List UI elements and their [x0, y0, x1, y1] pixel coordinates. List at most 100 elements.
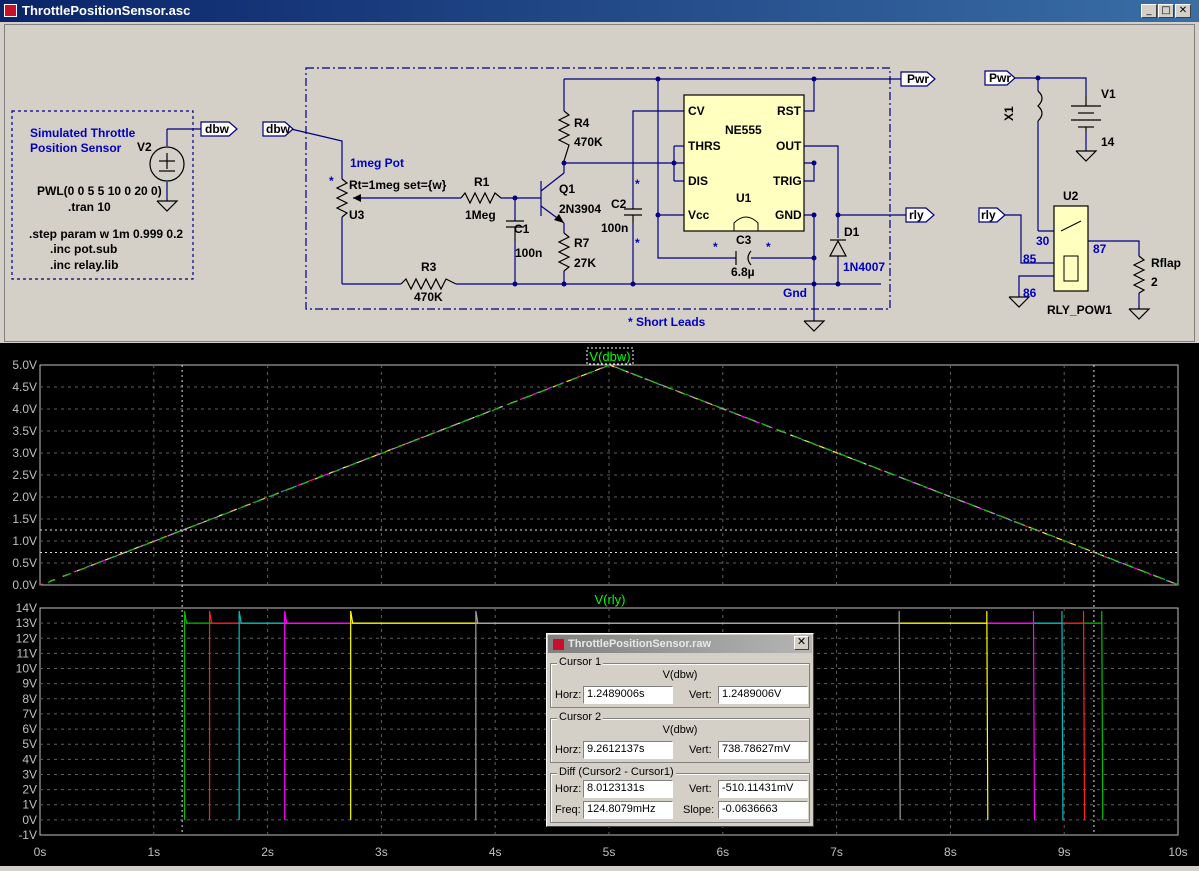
q1-value: 2N3904 [559, 202, 601, 216]
pin-dis: DIS [688, 174, 708, 188]
v1-label: V1 [1101, 87, 1116, 101]
diff-vert-field[interactable]: -510.11431mV [718, 780, 808, 798]
tran-directive: .tran 10 [68, 200, 111, 214]
plot1-y-tick-label: 0.5V [12, 556, 37, 570]
x-tick-label: 7s [830, 845, 843, 859]
pin86: 86 [1023, 286, 1037, 300]
plot2-y-tick-label: 4V [22, 752, 37, 766]
cursor-readout-window[interactable]: ThrottlePositionSensor.raw ✕ Cursor 1 V(… [546, 633, 814, 827]
diff-freq-field[interactable]: 124.8079mHz [583, 801, 673, 819]
plot2-trace-label: V(rly) [594, 592, 625, 607]
r3-value: 470K [414, 290, 443, 304]
plot2-y-tick-label: 1V [22, 798, 37, 812]
plot1-y-tick-label: 2.5V [12, 468, 37, 482]
pin-cv: CV [688, 104, 705, 118]
plot2-y-tick-label: 14V [16, 601, 37, 615]
cursor2-signal: V(dbw) [662, 724, 698, 736]
q1-label: Q1 [559, 182, 575, 196]
schematic-canvas[interactable]: Simulated Throttle Position Sensor 1meg … [4, 24, 1195, 342]
c2-label: C2 [611, 197, 627, 211]
plot1-y-tick-label: 4.5V [12, 380, 37, 394]
comment-line1: Simulated Throttle [30, 126, 136, 140]
x-tick-label: 1s [147, 845, 160, 859]
x-tick-label: 9s [1058, 845, 1071, 859]
diff-horz-field[interactable]: 8.0123131s [583, 780, 673, 798]
inc-relay: .inc relay.lib [50, 258, 118, 272]
x-tick-label: 6s [716, 845, 729, 859]
plot2-y-tick-label: 10V [16, 662, 37, 676]
cursor1-vert-field[interactable]: 1.2489006V [718, 686, 808, 704]
cursor1-vert-label: Vert: [689, 689, 712, 701]
d1-label: D1 [844, 225, 860, 239]
plot2-y-tick-label: 9V [22, 677, 37, 691]
pwr-flag1-label: Pwr [907, 72, 929, 86]
r1-label: R1 [474, 175, 490, 189]
dbw-trace [41, 364, 1180, 586]
close-button[interactable]: ✕ [1175, 4, 1191, 18]
plot1-y-tick-label: 0.0V [12, 578, 37, 592]
r7-label: R7 [574, 236, 590, 250]
comment-line2: Position Sensor [30, 141, 122, 155]
c1-value: 100n [515, 246, 542, 260]
minimize-button[interactable]: _ [1141, 4, 1157, 18]
pin-out: OUT [776, 139, 802, 153]
pin87: 87 [1093, 242, 1107, 256]
x-tick-label: 8s [944, 845, 957, 859]
cursor2-label: Cursor 2 [557, 711, 604, 723]
star5: * [329, 174, 334, 188]
plot1-y-tick-label: 4.0V [12, 402, 37, 416]
plot1-y-tick-label: 2.0V [12, 490, 37, 504]
cursor-window-close-button[interactable]: ✕ [794, 636, 809, 650]
c2-value: 100n [601, 221, 628, 235]
rflap-label: Rflap [1151, 256, 1181, 270]
cursor1-signal: V(dbw) [662, 669, 698, 681]
plot1-y-tick-label: 1.5V [12, 512, 37, 526]
plot2-y-tick-label: 5V [22, 737, 37, 751]
rly-flag1-label: rly [909, 208, 924, 222]
plot2-y-tick-label: 8V [22, 692, 37, 706]
diff-slope-field[interactable]: -0.0636663 [718, 801, 808, 819]
x-tick-label: 4s [489, 845, 502, 859]
r4-value: 470K [574, 135, 603, 149]
pot-comment: 1meg Pot [350, 156, 404, 170]
rly-trace [475, 610, 901, 820]
maximize-button[interactable]: □ [1158, 4, 1174, 18]
dbw-flag2-label: dbw [266, 122, 291, 136]
star2: * [635, 236, 640, 250]
plot2-y-tick-label: 7V [22, 707, 37, 721]
inc-pot: .inc pot.sub [50, 242, 117, 256]
plot2-y-tick-label: 13V [16, 616, 37, 630]
u3-label: U3 [349, 208, 365, 222]
cursor1-label: Cursor 1 [557, 656, 604, 668]
plot1-y-tick-label: 3.5V [12, 424, 37, 438]
x-tick-label: 0s [34, 845, 47, 859]
cursor2-horz-field[interactable]: 9.2612137s [583, 741, 673, 759]
x-tick-label: 5s [603, 845, 616, 859]
pin30: 30 [1036, 234, 1050, 248]
v2-label: V2 [137, 140, 152, 154]
plot2-y-tick-label: 11V [17, 646, 37, 660]
star4: * [766, 240, 771, 254]
plot2-y-tick-label: 3V [22, 767, 37, 781]
c1-label: C1 [514, 222, 530, 236]
r7-value: 27K [574, 256, 596, 270]
plot1-label-box [586, 347, 634, 365]
pin-rst: RST [777, 104, 802, 118]
plot2-y-tick-label: 2V [22, 783, 37, 797]
cursor1-horz-label: Horz: [555, 689, 582, 701]
pin85: 85 [1023, 252, 1037, 266]
star1: * [635, 177, 640, 191]
pin-thrs: THRS [688, 139, 721, 153]
pin-gnd: GND [775, 208, 802, 222]
cursor2-vert-field[interactable]: 738.78627mV [718, 741, 808, 759]
rly-flag2-label: rly [981, 208, 996, 222]
cursor-window-titlebar[interactable]: ThrottlePositionSensor.raw [548, 635, 812, 653]
plot1-y-tick-label: 1.0V [12, 534, 37, 548]
cursor-window-title: ThrottlePositionSensor.raw [568, 638, 712, 650]
cursor1-horz-field[interactable]: 1.2489006s [583, 686, 673, 704]
ne555-label: NE555 [725, 123, 762, 137]
c3-value: 6.8µ [731, 265, 755, 279]
v2-value: PWL(0 0 5 5 10 0 20 0) [37, 184, 162, 198]
cursor1-group: Cursor 1 V(dbw) Horz: 1.2489006s Vert: 1… [550, 656, 810, 708]
